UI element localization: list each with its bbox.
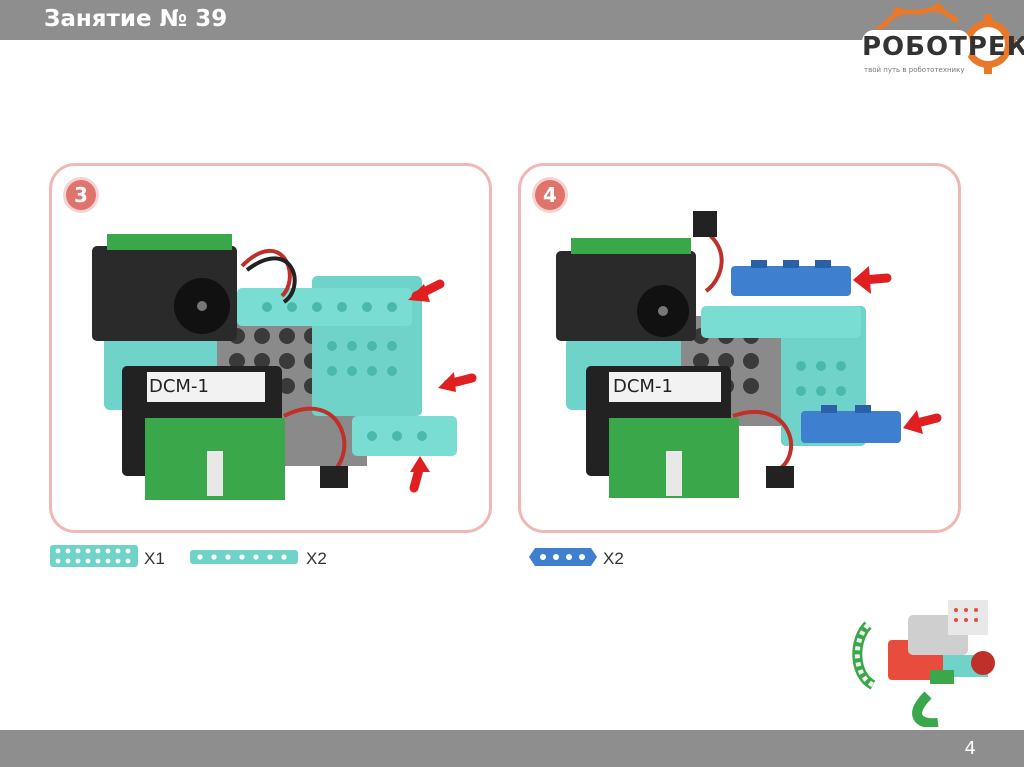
blue-beam-part-icon (527, 545, 599, 569)
step-4-panel: 4 DCM-1 (518, 163, 961, 533)
module-label: DCM-1 (613, 376, 673, 397)
beam-part-icon (188, 548, 300, 566)
step-number-badge: 3 (66, 180, 96, 210)
lesson-title: Занятие № 39 (44, 6, 227, 32)
step-number-badge: 4 (535, 180, 565, 210)
step-3-illustration (52, 166, 489, 530)
part-quantity: X2 (306, 549, 327, 569)
footer-bar: 4 (0, 730, 1024, 767)
brand-name: РОБОТРЕК (862, 32, 1024, 62)
step-3-panel: 3 DCM-1 (49, 163, 492, 533)
robotrek-logo: РОБОТРЕК твой путь в робототехнику (858, 0, 1016, 82)
brand-tagline: твой путь в робототехнику (864, 66, 964, 74)
plate-part-icon (48, 543, 140, 569)
robot-illustration (848, 585, 998, 727)
module-label: DCM-1 (149, 376, 209, 397)
page-number: 4 (965, 738, 976, 759)
step-4-illustration (521, 166, 958, 530)
part-quantity: X2 (603, 549, 624, 569)
part-quantity: X1 (144, 549, 165, 569)
